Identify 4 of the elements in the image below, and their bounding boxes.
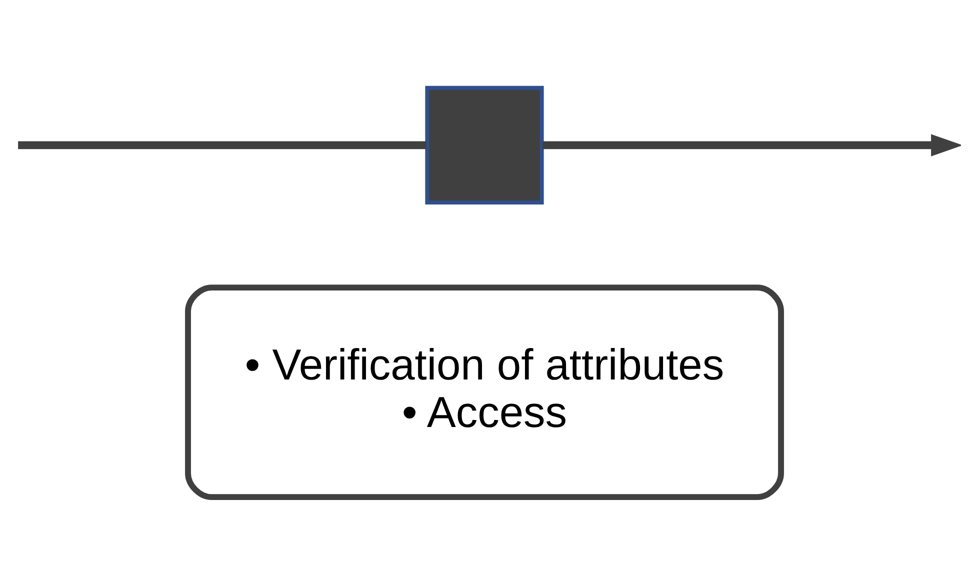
node-box	[425, 86, 544, 205]
node-box: • Verification of attributes • Access	[185, 284, 784, 500]
connector	[18, 141, 426, 150]
arrow	[542, 134, 961, 156]
